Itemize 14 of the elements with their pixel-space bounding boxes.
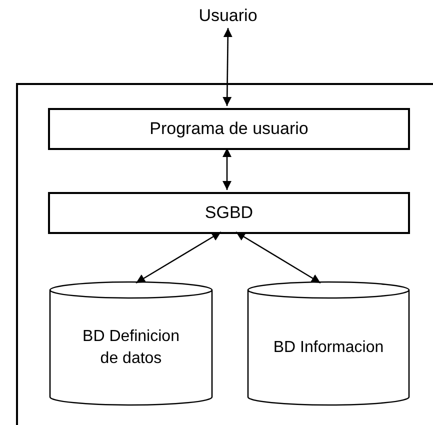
node-label: BD Informacion [273,338,384,358]
system-frame [16,83,433,425]
node-label: Usuario [198,4,258,27]
node-label: SGBD [204,202,254,224]
arrow [136,231,222,284]
node-label: BD Definicion de datos [82,326,180,368]
database-cylinder [247,281,410,406]
arrow [236,231,321,284]
arrow [222,28,232,106]
arrow [222,148,232,190]
node-label: Programa de usuario [150,118,308,140]
database-cylinder [49,281,213,406]
process-box [48,192,410,234]
process-box [48,108,410,150]
